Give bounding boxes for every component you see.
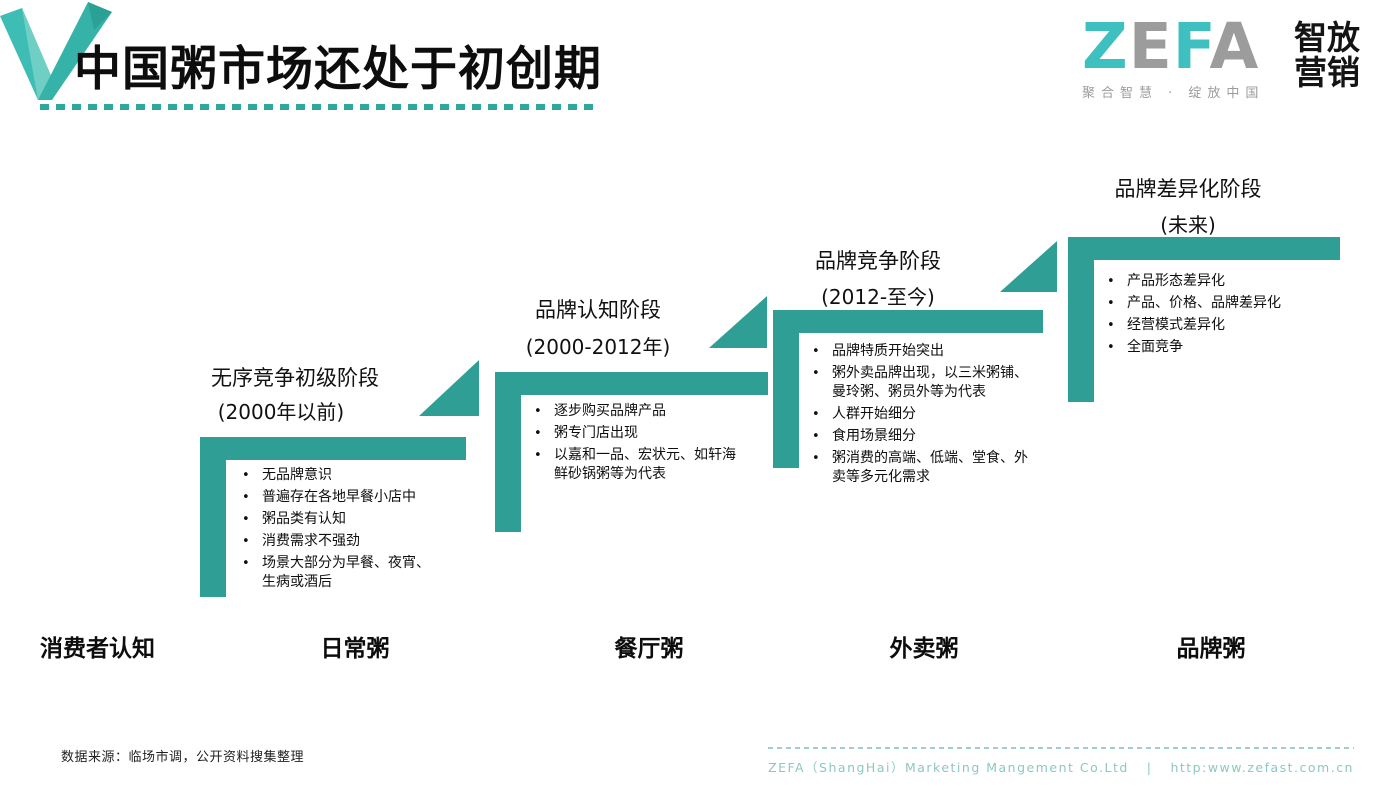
bullet-item: 粥外卖品牌出现，以三米粥铺、曼玲粥、粥员外等为代表 xyxy=(806,364,1030,402)
brand-v-logo xyxy=(0,2,112,100)
data-source-note: 数据来源：临场市调，公开资料搜集整理 xyxy=(61,750,305,765)
zefa-letter-e: E xyxy=(1128,10,1173,83)
zefa-logo: ZEFA 聚合智慧 · 绽放中国 xyxy=(1082,14,1292,109)
bullet-item: 消费需求不强劲 xyxy=(236,532,436,551)
stage-1-bullet-list: 无品牌意识 普遍存在各地早餐小店中 粥品类有认知 消费需求不强劲 场景大部分为早… xyxy=(236,466,436,595)
bullet-item: 食用场景细分 xyxy=(806,427,1030,446)
title-underline xyxy=(40,104,600,110)
stage-1-bracket-side-bar xyxy=(200,437,226,597)
stage-4-bracket-side-bar xyxy=(1068,237,1094,402)
stage-2-period: (2000-2012年) xyxy=(525,335,671,359)
stage-3-period: (2012-至今) xyxy=(821,285,935,309)
page-title: 中国粥市场还处于初创期 xyxy=(74,42,602,97)
bullet-item: 粥消费的高端、低端、堂食、外卖等多元化需求 xyxy=(806,449,1030,487)
bullet-item: 品牌特质开始突出 xyxy=(806,342,1030,361)
bullet-item: 经营模式差异化 xyxy=(1101,316,1341,335)
zefa-tagline: 聚合智慧 · 绽放中国 xyxy=(1082,86,1265,101)
bullet-item: 逐步购买品牌产品 xyxy=(528,402,740,421)
axis-label-brand-porridge: 品牌粥 xyxy=(1176,636,1246,662)
stage-1-bracket-top-bar xyxy=(200,437,466,460)
stage-4-bullet-list: 产品形态差异化 产品、价格、品牌差异化 经营模式差异化 全面竞争 xyxy=(1101,272,1341,360)
stage-3-bullet-list: 品牌特质开始突出 粥外卖品牌出现，以三米粥铺、曼玲粥、粥员外等为代表 人群开始细… xyxy=(806,342,1030,490)
bullet-item: 粥品类有认知 xyxy=(236,510,436,529)
zefa-letter-a: A xyxy=(1209,10,1260,83)
footer: ZEFA（ShangHai）Marketing Mangement Co.Ltd… xyxy=(768,747,1354,776)
stage-4-bracket-top-bar xyxy=(1068,237,1340,260)
stage-1-period: (2000年以前) xyxy=(217,400,345,424)
zefa-cn-mark: 智放 营销 xyxy=(1294,20,1360,90)
stage-3-bracket-top-bar xyxy=(773,310,1043,333)
stage-2-bullet-list: 逐步购买品牌产品 粥专门店出现 以嘉和一品、宏状元、如轩海鲜砂锅粥等为代表 xyxy=(528,402,740,487)
zefa-wordmark: ZEFA xyxy=(1082,14,1292,80)
axis-label-restaurant-porridge: 餐厅粥 xyxy=(614,636,684,662)
axis-label-delivery-porridge: 外卖粥 xyxy=(889,636,959,662)
bullet-item: 普遍存在各地早餐小店中 xyxy=(236,488,436,507)
bullet-item: 以嘉和一品、宏状元、如轩海鲜砂锅粥等为代表 xyxy=(528,446,740,484)
stage-3-bracket-side-bar xyxy=(773,310,799,468)
bullet-item: 场景大部分为早餐、夜宵、生病或酒后 xyxy=(236,554,436,592)
footer-company: ZEFA（ShangHai）Marketing Mangement Co.Ltd xyxy=(768,760,1129,775)
bullet-item: 无品牌意识 xyxy=(236,466,436,485)
stage-3-title: 品牌竞争阶段 xyxy=(815,249,941,273)
zefa-cn-mark-line2: 营销 xyxy=(1294,53,1360,92)
footer-divider xyxy=(768,747,1354,749)
axis-label-daily-porridge: 日常粥 xyxy=(320,636,390,662)
footer-separator: | xyxy=(1146,760,1153,775)
zefa-letter-f: F xyxy=(1172,10,1210,83)
footer-url: http:www.zefast.com.cn xyxy=(1170,760,1354,775)
bullet-item: 人群开始细分 xyxy=(806,405,1030,424)
stage-4-title: 品牌差异化阶段 xyxy=(1114,177,1262,201)
zefa-letter-z: Z xyxy=(1082,10,1129,83)
axis-label-consumer-awareness: 消费者认知 xyxy=(40,636,155,662)
stage-1-title: 无序竞争初级阶段 xyxy=(211,366,379,390)
bullet-item: 粥专门店出现 xyxy=(528,424,740,443)
bullet-item: 全面竞争 xyxy=(1101,338,1341,357)
stage-4-period: (未来) xyxy=(1160,213,1216,237)
bullet-item: 产品、价格、品牌差异化 xyxy=(1101,294,1341,313)
stage-2-title: 品牌认知阶段 xyxy=(535,298,661,322)
stage-2-bracket-side-bar xyxy=(495,372,521,532)
stage-2-bracket-top-bar xyxy=(495,372,768,395)
zefa-cn-mark-line1: 智放 xyxy=(1294,18,1360,57)
bullet-item: 产品形态差异化 xyxy=(1101,272,1341,291)
